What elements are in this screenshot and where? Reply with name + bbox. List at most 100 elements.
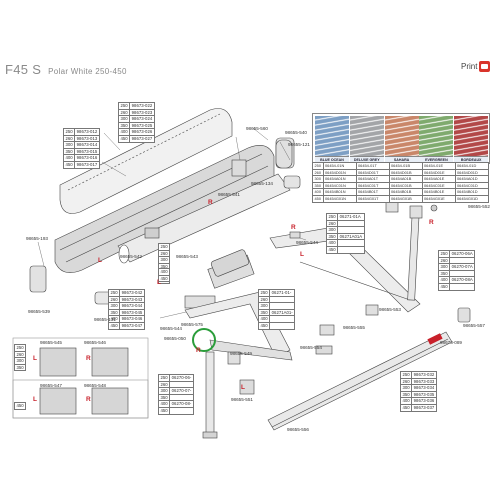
right-side-mark: R xyxy=(429,219,434,226)
part-callout[interactable]: 98655-543 xyxy=(176,254,198,259)
size-row: 250 xyxy=(157,243,171,251)
end-fitting xyxy=(231,159,247,177)
size-cell: 400 xyxy=(399,397,413,405)
part-callout[interactable]: 98673-089 xyxy=(440,340,462,345)
part-number-cell: 98673-043 xyxy=(119,295,145,304)
part-callout[interactable]: 98655-134 xyxy=(251,181,273,186)
part-callout[interactable]: 98655-542 xyxy=(120,254,142,259)
part-callout[interactable]: 98655-547 xyxy=(40,383,62,388)
fabric-code-cell: 06454-01D xyxy=(454,162,489,170)
fabric-code-cell: 06454G01E xyxy=(421,194,456,203)
print-button[interactable]: Print xyxy=(461,61,491,72)
size-row: 300 xyxy=(325,226,365,234)
part-callout[interactable]: 98655-540 xyxy=(285,130,307,135)
part-callout[interactable]: 98655-549 xyxy=(230,351,252,356)
size-cell: 300 xyxy=(62,141,76,149)
fabric-swatch xyxy=(349,116,384,156)
size-cell: 350 xyxy=(312,181,324,190)
size-cell: 400 xyxy=(437,276,451,284)
part-544 xyxy=(289,231,301,239)
size-row: 350 xyxy=(13,363,27,372)
part-callout[interactable]: 98655-050 xyxy=(164,336,186,341)
size-row: 260 xyxy=(13,350,27,359)
part-number-cell: 98673-012 xyxy=(74,128,100,136)
fabric-code-cell: 06454C01E xyxy=(421,181,456,190)
part-callout[interactable]: 98655-552 xyxy=(468,204,490,209)
print-icon xyxy=(479,61,491,72)
size-cell: 300 xyxy=(437,263,451,271)
part-callout[interactable]: 98655-554 xyxy=(300,345,322,350)
part-callout[interactable]: 98655-575 xyxy=(181,322,203,327)
size-row: 400 xyxy=(157,268,171,276)
part-callout[interactable]: 98655-541 xyxy=(218,192,240,197)
size-row: 260 xyxy=(157,249,171,258)
part-number-cell: 98673-016 xyxy=(74,154,100,162)
fabric-code-cell: 06454D01E xyxy=(421,168,456,177)
part-callout[interactable]: 98655-557 xyxy=(463,323,485,328)
part-callout[interactable]: 98655-539 xyxy=(28,309,50,314)
part-number-cell: 98673-037 xyxy=(411,403,437,412)
size-row: 300 xyxy=(157,256,171,264)
fabric-code-cell: 06454A01T xyxy=(355,175,390,183)
left-side-mark: L xyxy=(33,355,37,362)
part-number-cell: 98673-023 xyxy=(129,108,155,117)
size-cell: 260 xyxy=(257,295,271,304)
clip-554 xyxy=(315,345,333,355)
part-callout[interactable]: 98655-548 xyxy=(84,383,106,388)
size-row: 400 xyxy=(325,239,365,247)
size-cell: 450 xyxy=(325,245,339,254)
fabric-name: BORDEAUX xyxy=(454,156,489,164)
size-cell: 400 xyxy=(157,268,171,276)
fabric-code-cell: 06454B01B xyxy=(388,188,423,196)
left-side-mark: L xyxy=(300,251,304,258)
fabric-code-cell: 06454C01D xyxy=(454,181,489,190)
part-callout[interactable]: 98655-544 xyxy=(296,240,318,245)
joint-553 xyxy=(365,304,379,316)
part-number-cell: 06271A01- xyxy=(269,308,296,317)
part-callout[interactable]: 98655-553 xyxy=(379,307,401,312)
size-row: 450 xyxy=(437,282,476,291)
part-callout[interactable]: 98655-560 xyxy=(246,126,268,131)
size-row: 450 xyxy=(157,274,171,283)
size-cell: 350 xyxy=(117,121,131,130)
part-number-cell xyxy=(449,283,476,291)
print-label: Print xyxy=(461,62,478,71)
part-callout[interactable]: 98655-131 xyxy=(94,317,116,322)
part-callout[interactable]: 98655-551 xyxy=(231,397,253,402)
part-number-cell xyxy=(337,226,365,234)
part-callout[interactable]: 98655-193 xyxy=(26,236,48,241)
part-callout[interactable]: 98655-555 xyxy=(343,325,365,330)
model-variant: Polar White 250-450 xyxy=(48,67,127,76)
size-row: 400 xyxy=(257,315,296,323)
part-number-cell xyxy=(449,257,476,265)
part-callout[interactable]: 98655-546 xyxy=(84,340,106,345)
part-callout[interactable]: 98655-556 xyxy=(287,427,309,432)
part-callout[interactable]: 98655-544 xyxy=(160,326,182,331)
size-row: 260 xyxy=(437,256,476,265)
fabric-code-cell: 06454D01D xyxy=(454,168,489,177)
size-cell: 350 xyxy=(157,393,171,402)
size-cell: 350 xyxy=(257,308,271,317)
part-callout[interactable]: 98655-121 xyxy=(288,142,310,147)
highlighted-part-marker[interactable] xyxy=(192,328,216,352)
size-cell: 300 xyxy=(325,226,339,234)
support-leg xyxy=(205,351,215,435)
part-callout[interactable]: 98655-545 xyxy=(40,340,62,345)
size-cell: 300 xyxy=(399,384,413,392)
part-number-cell: 98673-035 xyxy=(411,390,437,399)
size-cell: 250 xyxy=(325,213,339,221)
